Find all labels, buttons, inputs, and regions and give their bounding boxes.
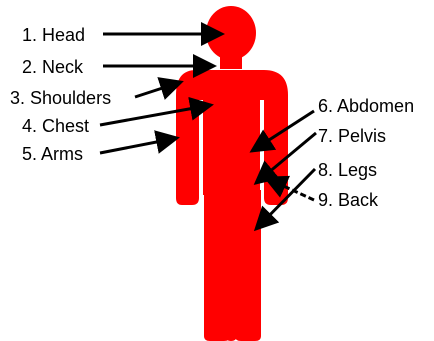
arrow-arms bbox=[100, 138, 177, 153]
label-pelvis: 7. Pelvis bbox=[318, 126, 386, 146]
arrow-shoulders bbox=[135, 82, 181, 97]
figure-left-leg bbox=[204, 190, 230, 341]
label-arms: 5. Arms bbox=[22, 144, 83, 164]
label-legs: 8. Legs bbox=[318, 160, 377, 180]
label-head: 1. Head bbox=[22, 25, 85, 45]
figure-neck bbox=[220, 55, 242, 69]
label-shoulders: 3. Shoulders bbox=[10, 88, 111, 108]
label-neck: 2. Neck bbox=[22, 57, 84, 77]
figure-torso-arms bbox=[176, 70, 288, 341]
human-figure bbox=[176, 6, 288, 341]
label-abdomen: 6. Abdomen bbox=[318, 96, 414, 116]
label-chest: 4. Chest bbox=[22, 116, 89, 136]
label-back: 9. Back bbox=[318, 190, 379, 210]
figure-right-leg bbox=[235, 190, 261, 341]
